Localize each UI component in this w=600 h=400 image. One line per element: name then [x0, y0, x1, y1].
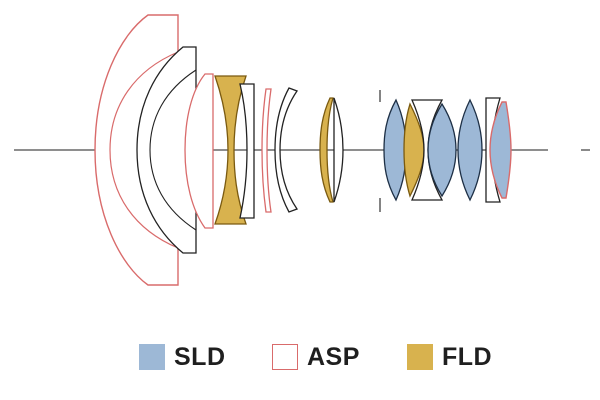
legend-item-fld: FLD — [407, 335, 492, 379]
legend-label-fld: FLD — [442, 342, 493, 371]
lens-element-6-asp — [261, 88, 272, 213]
lens-element-9 — [333, 97, 344, 203]
sld-swatch — [139, 344, 165, 370]
lens-element-7 — [274, 87, 299, 213]
lens-element-8-fld — [319, 97, 334, 203]
legend-item-asp: ASP — [272, 335, 360, 379]
lens-element-13-sld — [427, 102, 457, 198]
lens-element-3-asp — [184, 73, 214, 229]
lens-element-14-sld — [457, 98, 483, 202]
asp-swatch — [272, 344, 298, 370]
legend-item-sld: SLD — [139, 335, 226, 379]
lens-element-2-inner-curve — [149, 69, 197, 231]
lens-element-2 — [136, 46, 197, 254]
legend-label-asp: ASP — [307, 342, 360, 371]
legend: SLD ASP FLD — [0, 335, 600, 379]
lens-element-16-sld-asp — [489, 101, 512, 199]
lens-construction-diagram — [14, 14, 590, 286]
lens-element-4-fld — [214, 75, 247, 225]
lens-element-1-inner-curve — [109, 51, 179, 249]
fld-swatch — [407, 344, 433, 370]
lens-element-10-sld — [383, 98, 407, 202]
legend-label-sld: SLD — [174, 342, 226, 371]
lens-element-5 — [239, 83, 255, 219]
